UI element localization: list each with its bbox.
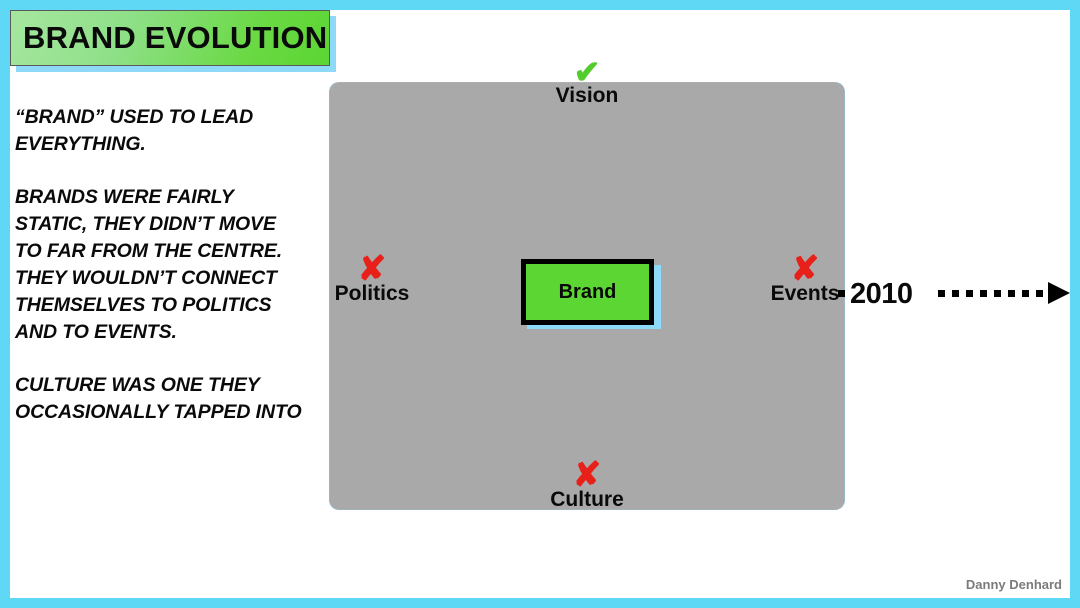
frame-border-top <box>0 0 1080 10</box>
diagram-node-vision[interactable]: ✔ Vision <box>545 54 629 107</box>
author-credit: Danny Denhard <box>965 577 1062 592</box>
frame-border-left <box>0 0 10 608</box>
diagram-node-label-events: Events <box>770 281 840 305</box>
cross-icon: ✘ <box>790 250 820 288</box>
body-paragraph-1: “BRAND” USED TO LEAD EVERYTHING. <box>15 106 254 155</box>
diagram-node-label-vision: Vision <box>555 83 619 107</box>
timeline-arrow-icon <box>1048 282 1070 304</box>
body-paragraph-2: BRANDS WERE FAIRLY STATIC, THEY DIDN’T M… <box>15 186 283 343</box>
diagram-node-culture[interactable]: ✘ Culture <box>545 456 629 511</box>
diagram-node-politics[interactable]: ✘ Politics <box>332 250 412 305</box>
diagram-node-label-politics: Politics <box>334 281 410 305</box>
frame-border-right <box>1070 0 1080 608</box>
page-title-text: BRAND EVOLUTION <box>23 20 328 55</box>
page-title: BRAND EVOLUTION <box>10 10 330 66</box>
brand-centre-node[interactable]: Brand <box>521 259 654 325</box>
diagram-node-events[interactable]: ✘ Events <box>766 250 844 305</box>
body-paragraph-3: CULTURE WAS ONE THEY OCCASIONALLY TAPPED… <box>15 374 302 423</box>
body-copy: “BRAND” USED TO LEAD EVERYTHING. BRANDS … <box>15 104 307 426</box>
frame-border-bottom <box>0 598 1080 608</box>
brand-centre-label: Brand <box>558 280 617 303</box>
timeline-dots-left <box>838 290 852 297</box>
cross-icon: ✘ <box>572 456 602 494</box>
timeline-dots-right <box>938 290 1050 297</box>
cross-icon: ✘ <box>357 250 387 288</box>
check-icon: ✔ <box>573 54 601 90</box>
timeline-year-label: 2010 <box>850 278 913 310</box>
diagram-node-label-culture: Culture <box>550 487 624 511</box>
